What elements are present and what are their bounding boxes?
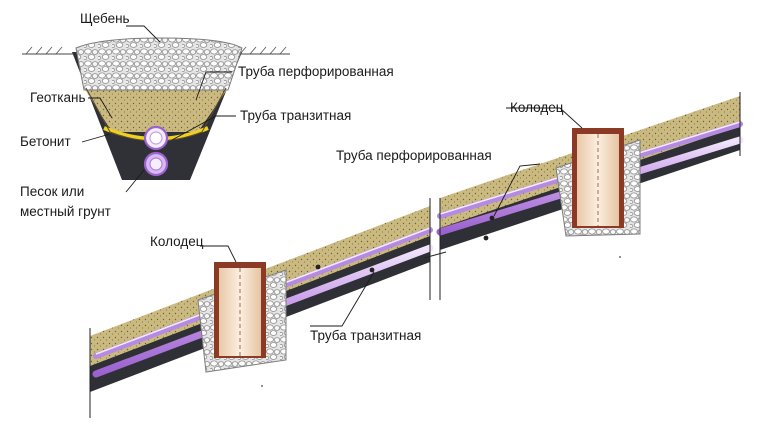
transit-pipe-inner: [149, 157, 163, 171]
label-well-left: Колодец: [150, 234, 204, 249]
pipe-dot: [483, 235, 489, 241]
label-gravel: Щебень: [80, 11, 130, 26]
break-marks: [89, 92, 741, 418]
label-transit-pipe-bottom: Труба транзитная: [310, 328, 421, 343]
label-bentonite: Бетонит: [20, 134, 71, 149]
gravel-mound: [75, 37, 243, 91]
pipe-dot: [315, 264, 321, 270]
leader-lines: [81, 25, 583, 327]
stray-dot: [619, 256, 621, 258]
label-perforated-pipe-top: Труба перфорированная: [238, 64, 394, 79]
pipe-dot: [489, 215, 495, 221]
stray-dot: [261, 385, 263, 387]
well-right: [555, 128, 641, 237]
perforated-pipe-inner: [149, 131, 163, 145]
label-perforated-pipe-mid: Труба перфорированная: [336, 148, 492, 163]
pipe-dot: [369, 267, 375, 273]
label-transit-pipe-top: Труба транзитная: [240, 108, 351, 123]
label-sand-line2: местный грунт: [20, 204, 111, 219]
label-well-right: Колодец: [510, 100, 564, 115]
sand-zone: [84, 88, 228, 132]
label-sand-line1: Песок или: [20, 184, 84, 199]
well-left: [197, 262, 287, 373]
cross-section: [22, 37, 290, 180]
label-geotextile: Геоткань: [30, 90, 86, 105]
longitudinal-section: [89, 92, 744, 418]
